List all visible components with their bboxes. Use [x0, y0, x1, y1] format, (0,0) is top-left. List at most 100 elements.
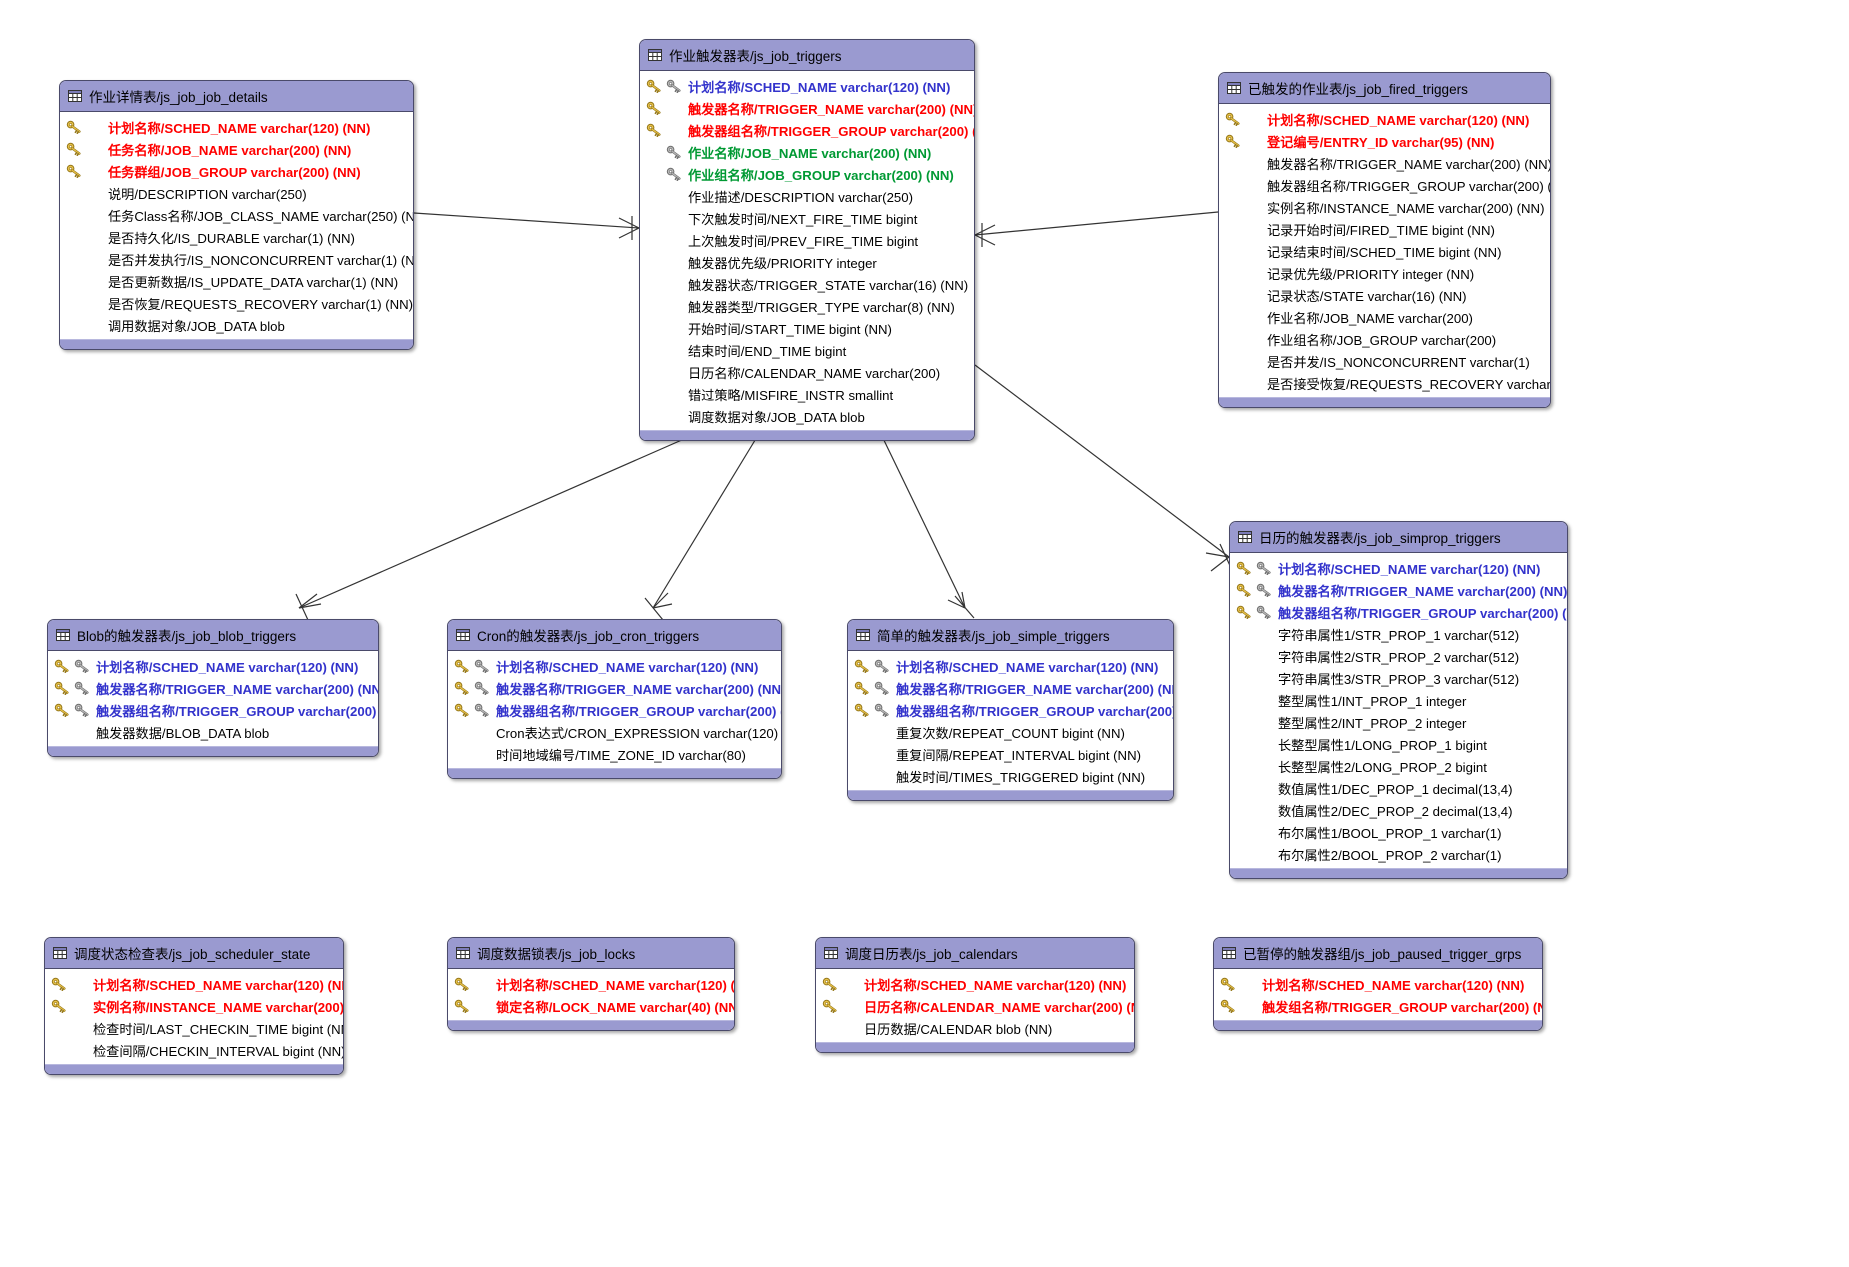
attribute-row[interactable]: 计划名称/SCHED_NAME varchar(120) (NN): [448, 973, 734, 995]
attribute-row[interactable]: 触发器名称/TRIGGER_NAME varchar(200) (NN): [640, 97, 974, 119]
attribute-row[interactable]: 实例名称/INSTANCE_NAME varchar(200) (NN): [1219, 196, 1550, 218]
attribute-row[interactable]: 任务Class名称/JOB_CLASS_NAME varchar(250) (N…: [60, 204, 413, 226]
attribute-row[interactable]: 长整型属性2/LONG_PROP_2 bigint: [1230, 755, 1567, 777]
attribute-row[interactable]: 记录优先级/PRIORITY integer (NN): [1219, 262, 1550, 284]
entity-header-paused_trigger_grps[interactable]: 已暂停的触发器组/js_job_paused_trigger_grps: [1214, 938, 1542, 969]
attribute-row[interactable]: 计划名称/SCHED_NAME varchar(120) (NN): [448, 655, 781, 677]
entity-triggers[interactable]: 作业触发器表/js_job_triggers 计划名称/SCHED_NAME va…: [639, 39, 975, 441]
attribute-row[interactable]: 记录开始时间/FIRED_TIME bigint (NN): [1219, 218, 1550, 240]
entity-blob_triggers[interactable]: Blob的触发器表/js_job_blob_triggers 计划名称/SCHED…: [47, 619, 379, 757]
attribute-row[interactable]: 触发器组名称/TRIGGER_GROUP varchar(200) (NN): [640, 119, 974, 141]
attribute-row[interactable]: 检查时间/LAST_CHECKIN_TIME bigint (NN): [45, 1017, 343, 1039]
attribute-row[interactable]: 触发器优先级/PRIORITY integer: [640, 251, 974, 273]
attribute-row[interactable]: 长整型属性1/LONG_PROP_1 bigint: [1230, 733, 1567, 755]
attribute-row[interactable]: 触发器名称/TRIGGER_NAME varchar(200) (NN): [1230, 579, 1567, 601]
entity-header-simple_triggers[interactable]: 简单的触发器表/js_job_simple_triggers: [848, 620, 1173, 651]
attribute-row[interactable]: 任务名称/JOB_NAME varchar(200) (NN): [60, 138, 413, 160]
attribute-row[interactable]: 作业组名称/JOB_GROUP varchar(200) (NN): [640, 163, 974, 185]
attribute-row[interactable]: 触发器名称/TRIGGER_NAME varchar(200) (NN): [1219, 152, 1550, 174]
attribute-row[interactable]: 触发组名称/TRIGGER_GROUP varchar(200) (NN): [1214, 995, 1542, 1017]
attribute-row[interactable]: 计划名称/SCHED_NAME varchar(120) (NN): [816, 973, 1134, 995]
attribute-row[interactable]: 调用数据对象/JOB_DATA blob: [60, 314, 413, 336]
attribute-row[interactable]: 是否恢复/REQUESTS_RECOVERY varchar(1) (NN): [60, 292, 413, 314]
attribute-row[interactable]: 是否并发/IS_NONCONCURRENT varchar(1): [1219, 350, 1550, 372]
attribute-row[interactable]: 记录状态/STATE varchar(16) (NN): [1219, 284, 1550, 306]
attribute-row[interactable]: 布尔属性2/BOOL_PROP_2 varchar(1): [1230, 843, 1567, 865]
attribute-row[interactable]: 日历数据/CALENDAR blob (NN): [816, 1017, 1134, 1039]
attribute-row[interactable]: 字符串属性1/STR_PROP_1 varchar(512): [1230, 623, 1567, 645]
entity-header-calendars[interactable]: 调度日历表/js_job_calendars: [816, 938, 1134, 969]
attribute-row[interactable]: 检查间隔/CHECKIN_INTERVAL bigint (NN): [45, 1039, 343, 1061]
attribute-row[interactable]: 任务群组/JOB_GROUP varchar(200) (NN): [60, 160, 413, 182]
attribute-row[interactable]: 字符串属性2/STR_PROP_2 varchar(512): [1230, 645, 1567, 667]
entity-locks[interactable]: 调度数据锁表/js_job_locks 计划名称/SCHED_NAME varch…: [447, 937, 735, 1031]
entity-header-cron_triggers[interactable]: Cron的触发器表/js_job_cron_triggers: [448, 620, 781, 651]
attribute-row[interactable]: 布尔属性1/BOOL_PROP_1 varchar(1): [1230, 821, 1567, 843]
attribute-row[interactable]: 作业组名称/JOB_GROUP varchar(200): [1219, 328, 1550, 350]
entity-header-job_details[interactable]: 作业详情表/js_job_job_details: [60, 81, 413, 112]
attribute-row[interactable]: 时间地域编号/TIME_ZONE_ID varchar(80): [448, 743, 781, 765]
attribute-row[interactable]: 触发器组名称/TRIGGER_GROUP varchar(200) (NN): [448, 699, 781, 721]
attribute-row[interactable]: 触发器组名称/TRIGGER_GROUP varchar(200) (NN): [1219, 174, 1550, 196]
attribute-row[interactable]: 是否持久化/IS_DURABLE varchar(1) (NN): [60, 226, 413, 248]
attribute-row[interactable]: 计划名称/SCHED_NAME varchar(120) (NN): [1230, 557, 1567, 579]
attribute-row[interactable]: 触发器状态/TRIGGER_STATE varchar(16) (NN): [640, 273, 974, 295]
entity-scheduler_state[interactable]: 调度状态检查表/js_job_scheduler_state 计划名称/SCHED…: [44, 937, 344, 1075]
entity-header-locks[interactable]: 调度数据锁表/js_job_locks: [448, 938, 734, 969]
entity-job_details[interactable]: 作业详情表/js_job_job_details 计划名称/SCHED_NAME …: [59, 80, 414, 350]
attribute-row[interactable]: 触发器名称/TRIGGER_NAME varchar(200) (NN): [48, 677, 378, 699]
entity-header-scheduler_state[interactable]: 调度状态检查表/js_job_scheduler_state: [45, 938, 343, 969]
attribute-row[interactable]: 触发器数据/BLOB_DATA blob: [48, 721, 378, 743]
attribute-row[interactable]: 触发器组名称/TRIGGER_GROUP varchar(200) (NN): [48, 699, 378, 721]
attribute-row[interactable]: 计划名称/SCHED_NAME varchar(120) (NN): [640, 75, 974, 97]
attribute-row[interactable]: 作业名称/JOB_NAME varchar(200): [1219, 306, 1550, 328]
attribute-row[interactable]: 错过策略/MISFIRE_INSTR smallint: [640, 383, 974, 405]
attribute-row[interactable]: 开始时间/START_TIME bigint (NN): [640, 317, 974, 339]
attribute-row[interactable]: 日历名称/CALENDAR_NAME varchar(200): [640, 361, 974, 383]
attribute-row[interactable]: 结束时间/END_TIME bigint: [640, 339, 974, 361]
attribute-row[interactable]: 计划名称/SCHED_NAME varchar(120) (NN): [45, 973, 343, 995]
attribute-row[interactable]: 触发器名称/TRIGGER_NAME varchar(200) (NN): [848, 677, 1173, 699]
attribute-row[interactable]: 调度数据对象/JOB_DATA blob: [640, 405, 974, 427]
attribute-row[interactable]: 是否更新数据/IS_UPDATE_DATA varchar(1) (NN): [60, 270, 413, 292]
attribute-row[interactable]: 触发器组名称/TRIGGER_GROUP varchar(200) (NN): [848, 699, 1173, 721]
attribute-row[interactable]: 计划名称/SCHED_NAME varchar(120) (NN): [1214, 973, 1542, 995]
attribute-row[interactable]: 作业名称/JOB_NAME varchar(200) (NN): [640, 141, 974, 163]
attribute-row[interactable]: 锁定名称/LOCK_NAME varchar(40) (NN): [448, 995, 734, 1017]
attribute-row[interactable]: 触发时间/TIMES_TRIGGERED bigint (NN): [848, 765, 1173, 787]
entity-cron_triggers[interactable]: Cron的触发器表/js_job_cron_triggers 计划名称/SCHED…: [447, 619, 782, 779]
entity-header-simprop_triggers[interactable]: 日历的触发器表/js_job_simprop_triggers: [1230, 522, 1567, 553]
entity-simprop_triggers[interactable]: 日历的触发器表/js_job_simprop_triggers 计划名称/SCHE…: [1229, 521, 1568, 879]
entity-fired_triggers[interactable]: 已触发的作业表/js_job_fired_triggers 计划名称/SCHED_…: [1218, 72, 1551, 408]
entity-header-triggers[interactable]: 作业触发器表/js_job_triggers: [640, 40, 974, 71]
attribute-row[interactable]: 上次触发时间/PREV_FIRE_TIME bigint: [640, 229, 974, 251]
attribute-row[interactable]: 登记编号/ENTRY_ID varchar(95) (NN): [1219, 130, 1550, 152]
attribute-row[interactable]: 重复次数/REPEAT_COUNT bigint (NN): [848, 721, 1173, 743]
attribute-row[interactable]: 数值属性2/DEC_PROP_2 decimal(13,4): [1230, 799, 1567, 821]
attribute-row[interactable]: 计划名称/SCHED_NAME varchar(120) (NN): [48, 655, 378, 677]
attribute-row[interactable]: 计划名称/SCHED_NAME varchar(120) (NN): [848, 655, 1173, 677]
attribute-row[interactable]: 触发器组名称/TRIGGER_GROUP varchar(200) (NN): [1230, 601, 1567, 623]
attribute-row[interactable]: 触发器名称/TRIGGER_NAME varchar(200) (NN): [448, 677, 781, 699]
entity-simple_triggers[interactable]: 简单的触发器表/js_job_simple_triggers 计划名称/SCHED…: [847, 619, 1174, 801]
entity-header-fired_triggers[interactable]: 已触发的作业表/js_job_fired_triggers: [1219, 73, 1550, 104]
entity-header-blob_triggers[interactable]: Blob的触发器表/js_job_blob_triggers: [48, 620, 378, 651]
attribute-row[interactable]: 作业描述/DESCRIPTION varchar(250): [640, 185, 974, 207]
attribute-row[interactable]: 字符串属性3/STR_PROP_3 varchar(512): [1230, 667, 1567, 689]
attribute-row[interactable]: 说明/DESCRIPTION varchar(250): [60, 182, 413, 204]
attribute-row[interactable]: 下次触发时间/NEXT_FIRE_TIME bigint: [640, 207, 974, 229]
attribute-row[interactable]: 是否并发执行/IS_NONCONCURRENT varchar(1) (NN): [60, 248, 413, 270]
attribute-row[interactable]: 日历名称/CALENDAR_NAME varchar(200) (NN): [816, 995, 1134, 1017]
attribute-row[interactable]: 计划名称/SCHED_NAME varchar(120) (NN): [60, 116, 413, 138]
attribute-row[interactable]: 整型属性1/INT_PROP_1 integer: [1230, 689, 1567, 711]
entity-paused_trigger_grps[interactable]: 已暂停的触发器组/js_job_paused_trigger_grps 计划名称/…: [1213, 937, 1543, 1031]
attribute-row[interactable]: 计划名称/SCHED_NAME varchar(120) (NN): [1219, 108, 1550, 130]
attribute-row[interactable]: 数值属性1/DEC_PROP_1 decimal(13,4): [1230, 777, 1567, 799]
attribute-row[interactable]: 重复间隔/REPEAT_INTERVAL bigint (NN): [848, 743, 1173, 765]
attribute-row[interactable]: 记录结束时间/SCHED_TIME bigint (NN): [1219, 240, 1550, 262]
attribute-row[interactable]: 实例名称/INSTANCE_NAME varchar(200) (NN): [45, 995, 343, 1017]
attribute-row[interactable]: 整型属性2/INT_PROP_2 integer: [1230, 711, 1567, 733]
entity-calendars[interactable]: 调度日历表/js_job_calendars 计划名称/SCHED_NAME va…: [815, 937, 1135, 1053]
attribute-row[interactable]: Cron表达式/CRON_EXPRESSION varchar(120) (NN…: [448, 721, 781, 743]
attribute-row[interactable]: 是否接受恢复/REQUESTS_RECOVERY varchar(1): [1219, 372, 1550, 394]
